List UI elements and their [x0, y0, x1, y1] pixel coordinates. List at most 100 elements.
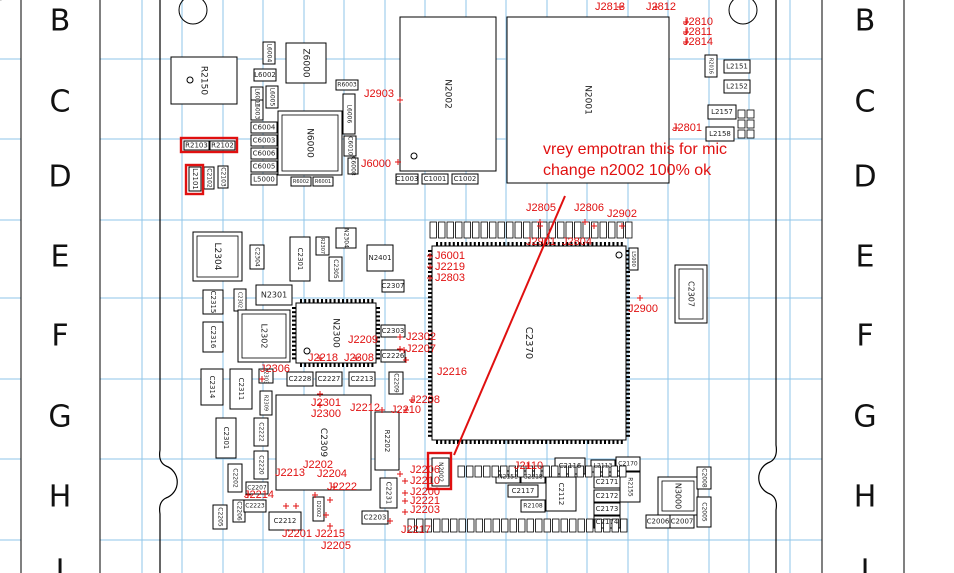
resistor-array-cell — [557, 221, 565, 239]
component-n2002 — [431, 457, 450, 487]
component-label-r2307: R2307 — [319, 238, 325, 254]
test-point-j2205: J2205 — [321, 523, 351, 552]
component-c2226 — [380, 349, 406, 363]
component-l2302 — [237, 309, 291, 363]
test-point-label: J2212 — [350, 402, 380, 414]
component-label-c2005: C2005 — [701, 502, 708, 522]
component-label-c2213: C2213 — [351, 375, 374, 383]
component-r6001 — [312, 176, 334, 187]
resistor-array-cell — [591, 221, 599, 239]
component-label-l6006: L6006 — [346, 105, 353, 124]
resistor-array-cell — [441, 518, 449, 533]
resistor-array-cell — [466, 465, 474, 478]
component-label-d2002: D2002 — [315, 501, 321, 518]
test-point-j2210: J2210 — [402, 475, 440, 487]
row-letter-e-left: E — [51, 240, 70, 275]
test-point-j2302: J2302 — [397, 331, 436, 343]
resistor-array-cell — [483, 465, 491, 478]
test-point-j6001: J6001 — [427, 250, 465, 262]
test-point-label: J2901 — [526, 236, 556, 248]
test-point-j2219: J2219 — [427, 261, 465, 273]
resistor-array-cell — [433, 518, 441, 533]
component-label-c2202: C2202 — [232, 468, 239, 488]
component-l5000 — [250, 173, 278, 186]
row-letter-i-right: I — [861, 554, 870, 573]
component-l6004 — [262, 41, 276, 65]
test-point-j2806: J2806 — [574, 202, 604, 225]
resistor-array-cell — [569, 518, 577, 533]
resistor-array-cell — [594, 518, 602, 533]
component-label-r2150: R2150 — [0, 0, 2, 2]
annotation-text: vrey empotran this for mic change n2002 … — [543, 139, 727, 181]
component-label-c2227: C2227 — [318, 375, 341, 383]
component-label-c1002: C1002 — [454, 175, 477, 183]
resistor-array-cell — [407, 518, 415, 533]
row-letter-e-right: E — [856, 240, 875, 275]
test-point-label: J2803 — [435, 272, 465, 284]
component-label-c2220: C2220 — [258, 455, 265, 475]
test-point-j2215: J2215 — [315, 512, 345, 540]
component-label-c2172: C2172 — [596, 492, 619, 500]
component-r2307 — [315, 236, 330, 256]
component-label-c6010: C6010 — [347, 136, 354, 156]
annotation-line-1: vrey empotran this for mic — [543, 141, 728, 158]
component-label-r2155: R2155 — [627, 477, 634, 497]
component-c2315 — [202, 289, 224, 315]
resistor-array-cell — [480, 221, 488, 239]
component-label-c2311: C2311 — [237, 378, 245, 401]
component-c2228 — [286, 371, 314, 387]
component-c2307 — [674, 264, 708, 324]
test-point-j2805: J2805 — [526, 202, 556, 225]
test-point-label: J2208 — [410, 394, 440, 406]
highlight-box-n2002 — [426, 451, 453, 491]
resistor-array-cell — [586, 518, 594, 533]
component-c2205 — [212, 504, 228, 530]
row-letter-c-right: C — [855, 85, 876, 120]
component-r6003 — [335, 79, 359, 91]
component-d2002 — [312, 496, 325, 522]
test-point-j2201: J2201 — [282, 503, 312, 540]
resistor-array-cell — [540, 221, 548, 239]
resistor-array-cell — [548, 221, 556, 239]
component-l6003 — [250, 99, 264, 121]
resistor-array-cell — [535, 518, 543, 533]
component-c2212 — [268, 511, 302, 531]
test-point-j2203: J2203 — [402, 504, 440, 516]
component-label-c2307: C2307 — [687, 281, 696, 307]
component-label-n2001: N2001 — [583, 85, 593, 115]
component-c2203 — [361, 510, 389, 525]
resistor-array-cell — [506, 221, 514, 239]
test-point-label: J2810 — [683, 16, 713, 28]
resistor-array-cell — [514, 221, 522, 239]
board-outline — [159, 0, 777, 573]
component-c6005 — [250, 160, 278, 173]
component-c2316 — [202, 321, 224, 353]
component-label-c2203: C2203 — [364, 514, 387, 522]
resistor-array-cell — [492, 518, 500, 533]
component-c6010 — [343, 135, 357, 157]
component-c1001 — [421, 173, 449, 185]
test-point-label: J2201 — [282, 528, 312, 540]
resistor-array-cell — [542, 465, 550, 478]
component-label-l2101: L2101 — [191, 168, 199, 190]
component-c2103 — [217, 165, 229, 189]
test-point-label: J2207 — [406, 343, 436, 355]
row-letter-f-right: F — [856, 319, 873, 354]
component-label-l6002: L6002 — [254, 71, 276, 79]
component-n2002 — [399, 16, 497, 172]
test-point-j2209: J2209 — [348, 334, 407, 353]
test-point-label: J2202 — [303, 459, 333, 471]
test-point-j2221: J2221 — [402, 495, 440, 507]
component-label-c6004: C6004 — [253, 124, 276, 132]
test-point-label: J2811 — [683, 26, 712, 38]
component-c6006 — [250, 147, 278, 160]
test-point-j2814: J2814 — [683, 36, 713, 48]
resistor-array-cell — [565, 221, 573, 239]
test-point-j2204: J2204 — [317, 468, 347, 503]
test-point-j2902: J2902 — [607, 208, 637, 229]
row-letter-g-right: G — [853, 400, 876, 435]
resistor-array-cell — [518, 518, 526, 533]
test-point-j2801: J2801 — [672, 122, 702, 134]
test-point-label: J2206 — [410, 464, 440, 476]
